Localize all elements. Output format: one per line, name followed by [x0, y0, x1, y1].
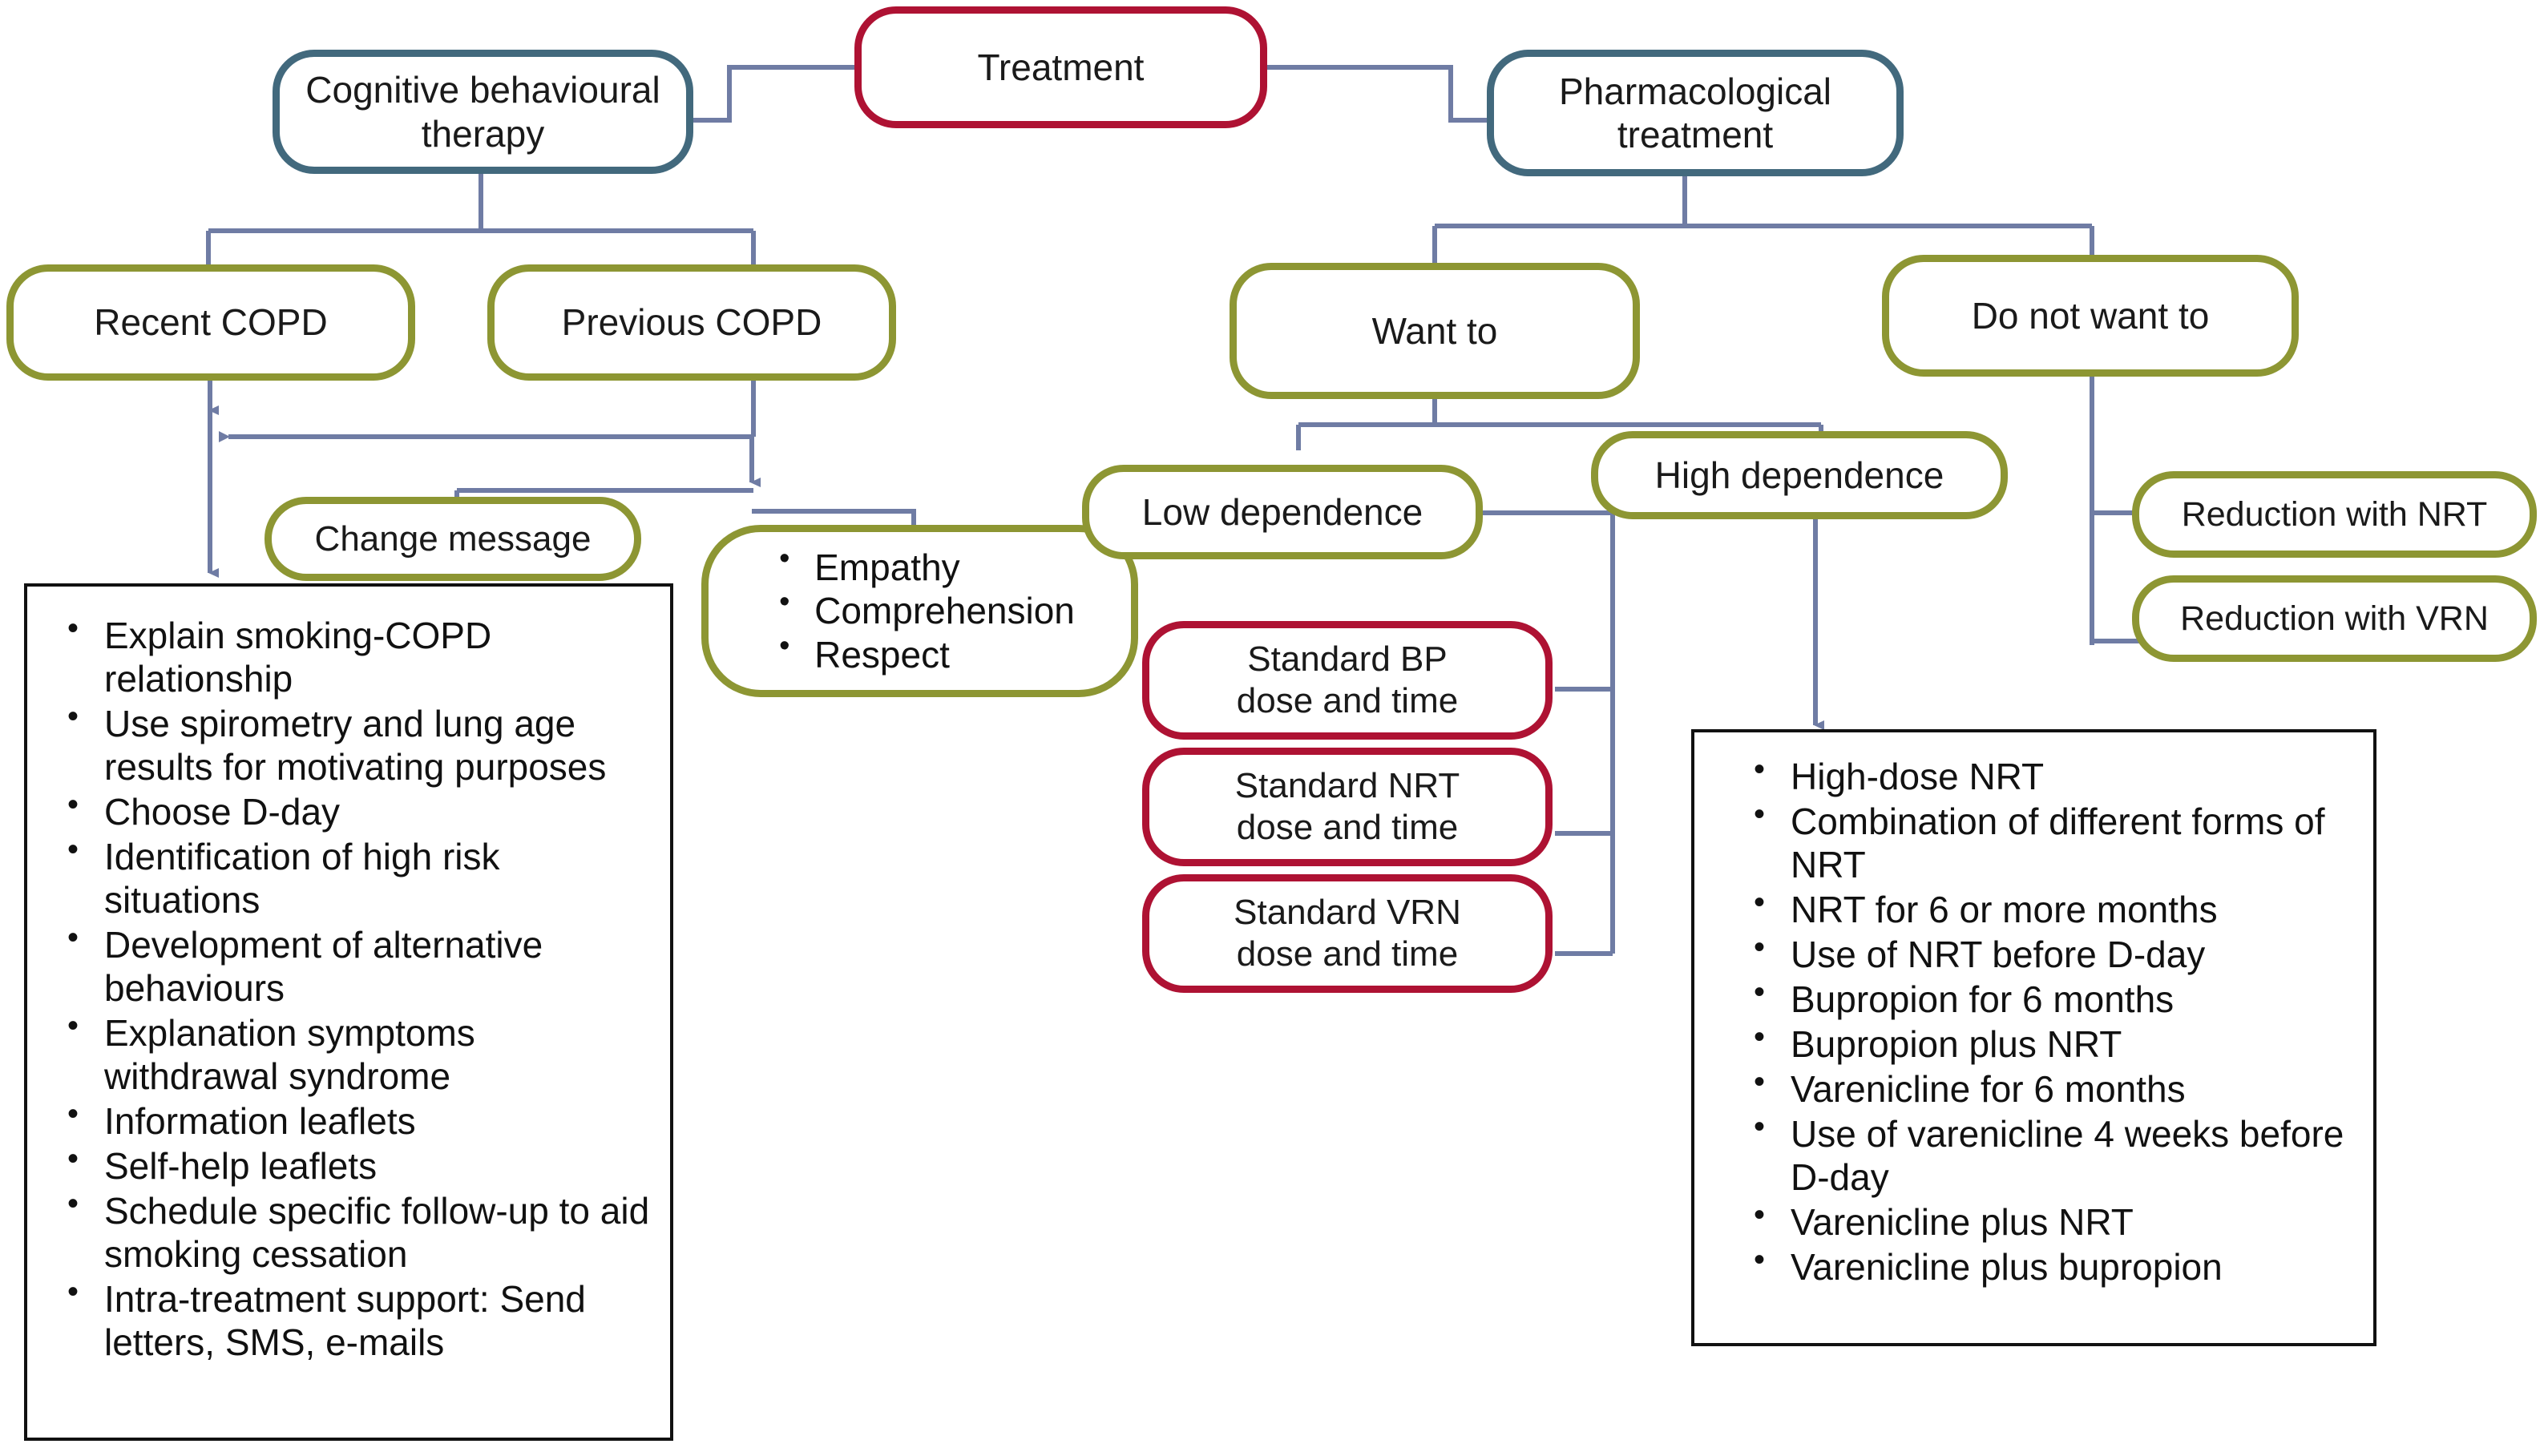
list-item: Use spirometry and lung age results for … — [55, 700, 652, 788]
list-item: Bupropion plus NRT — [1741, 1021, 2359, 1066]
want-to-label: Want to — [1371, 309, 1498, 352]
node-pharmacological-treatment[interactable]: Pharmacological treatment — [1487, 50, 1904, 176]
high-dependence-label: High dependence — [1654, 454, 1944, 496]
cbt-line-1: Cognitive behavioural — [305, 69, 660, 111]
list-item: Bupropion for 6 months — [1741, 976, 2359, 1021]
node-cognitive-behavioural-therapy[interactable]: Cognitive behavioural therapy — [273, 50, 693, 174]
high-dependence-actions-box: High-dose NRT Combination of different f… — [1691, 729, 2376, 1346]
node-attitude-qualities[interactable]: Empathy Comprehension Respect — [701, 525, 1138, 697]
node-change-message[interactable]: Change message — [264, 497, 641, 581]
node-standard-bp-dose[interactable]: Standard BP dose and time — [1142, 621, 1553, 740]
standard-nrt-line-2: dose and time — [1236, 808, 1459, 847]
node-reduction-with-vrn[interactable]: Reduction with VRN — [2132, 575, 2537, 662]
list-item: Self-help leaflets — [55, 1143, 652, 1188]
list-item: Development of alternative behaviours — [55, 922, 652, 1010]
standard-nrt-line-1: Standard NRT — [1234, 766, 1460, 806]
list-item: Explain smoking-COPD relationship — [55, 612, 652, 700]
list-item: Varenicline for 6 months — [1741, 1066, 2359, 1111]
attitude-item: Respect — [765, 631, 1075, 676]
list-item: Use of NRT before D-day — [1741, 931, 2359, 976]
list-item: Information leaflets — [55, 1098, 652, 1143]
node-high-dependence[interactable]: High dependence — [1591, 431, 2008, 519]
cbt-line-2: therapy — [421, 112, 545, 155]
node-treatment-root[interactable]: Treatment — [854, 6, 1267, 128]
node-do-not-want-to[interactable]: Do not want to — [1882, 255, 2299, 377]
node-low-dependence[interactable]: Low dependence — [1082, 465, 1483, 559]
attitude-item: Comprehension — [765, 587, 1075, 632]
attitude-item: Empathy — [765, 543, 1075, 589]
list-item: Varenicline plus NRT — [1741, 1199, 2359, 1244]
standard-bp-line-2: dose and time — [1236, 681, 1459, 720]
treatment-root-label: Treatment — [977, 46, 1145, 88]
previous-copd-label: Previous COPD — [561, 301, 822, 344]
change-message-label: Change message — [314, 518, 592, 559]
high-dependence-actions-list: High-dose NRT Combination of different f… — [1694, 732, 2373, 1289]
node-previous-copd[interactable]: Previous COPD — [487, 264, 896, 381]
cbt-actions-box: Explain smoking-COPD relationship Use sp… — [24, 583, 673, 1441]
standard-bp-line-1: Standard BP — [1247, 639, 1448, 680]
pharma-line-1: Pharmacological — [1558, 70, 1832, 112]
list-item: NRT for 6 or more months — [1741, 886, 2359, 931]
node-reduction-with-nrt[interactable]: Reduction with NRT — [2132, 471, 2537, 558]
list-item: High-dose NRT — [1741, 753, 2359, 798]
node-want-to[interactable]: Want to — [1230, 263, 1640, 399]
node-standard-vrn-dose[interactable]: Standard VRN dose and time — [1142, 874, 1553, 993]
reduction-with-vrn-label: Reduction with VRN — [2180, 599, 2489, 638]
cbt-actions-list: Explain smoking-COPD relationship Use sp… — [27, 587, 670, 1364]
list-item: Choose D-day — [55, 788, 652, 833]
list-item: Use of varenicline 4 weeks before D-day — [1741, 1111, 2359, 1199]
low-dependence-label: Low dependence — [1141, 490, 1423, 533]
node-standard-nrt-dose[interactable]: Standard NRT dose and time — [1142, 748, 1553, 866]
reduction-with-nrt-label: Reduction with NRT — [2181, 494, 2488, 534]
list-item: Intra-treatment support: Send letters, S… — [55, 1276, 652, 1364]
node-recent-copd[interactable]: Recent COPD — [6, 264, 415, 381]
recent-copd-label: Recent COPD — [94, 301, 328, 344]
list-item: Combination of different forms of NRT — [1741, 798, 2359, 886]
standard-vrn-line-2: dose and time — [1236, 934, 1459, 974]
list-item: Schedule specific follow-up to aid smoki… — [55, 1188, 652, 1276]
list-item: Explanation symptoms withdrawal syndrome — [55, 1010, 652, 1098]
list-item: Identification of high risk situations — [55, 833, 652, 922]
pharma-line-2: treatment — [1617, 114, 1774, 155]
attitude-list: Empathy Comprehension Respect — [765, 543, 1075, 676]
list-item: Varenicline plus bupropion — [1741, 1244, 2359, 1289]
do-not-want-to-label: Do not want to — [1971, 294, 2210, 337]
standard-vrn-line-1: Standard VRN — [1234, 893, 1461, 933]
